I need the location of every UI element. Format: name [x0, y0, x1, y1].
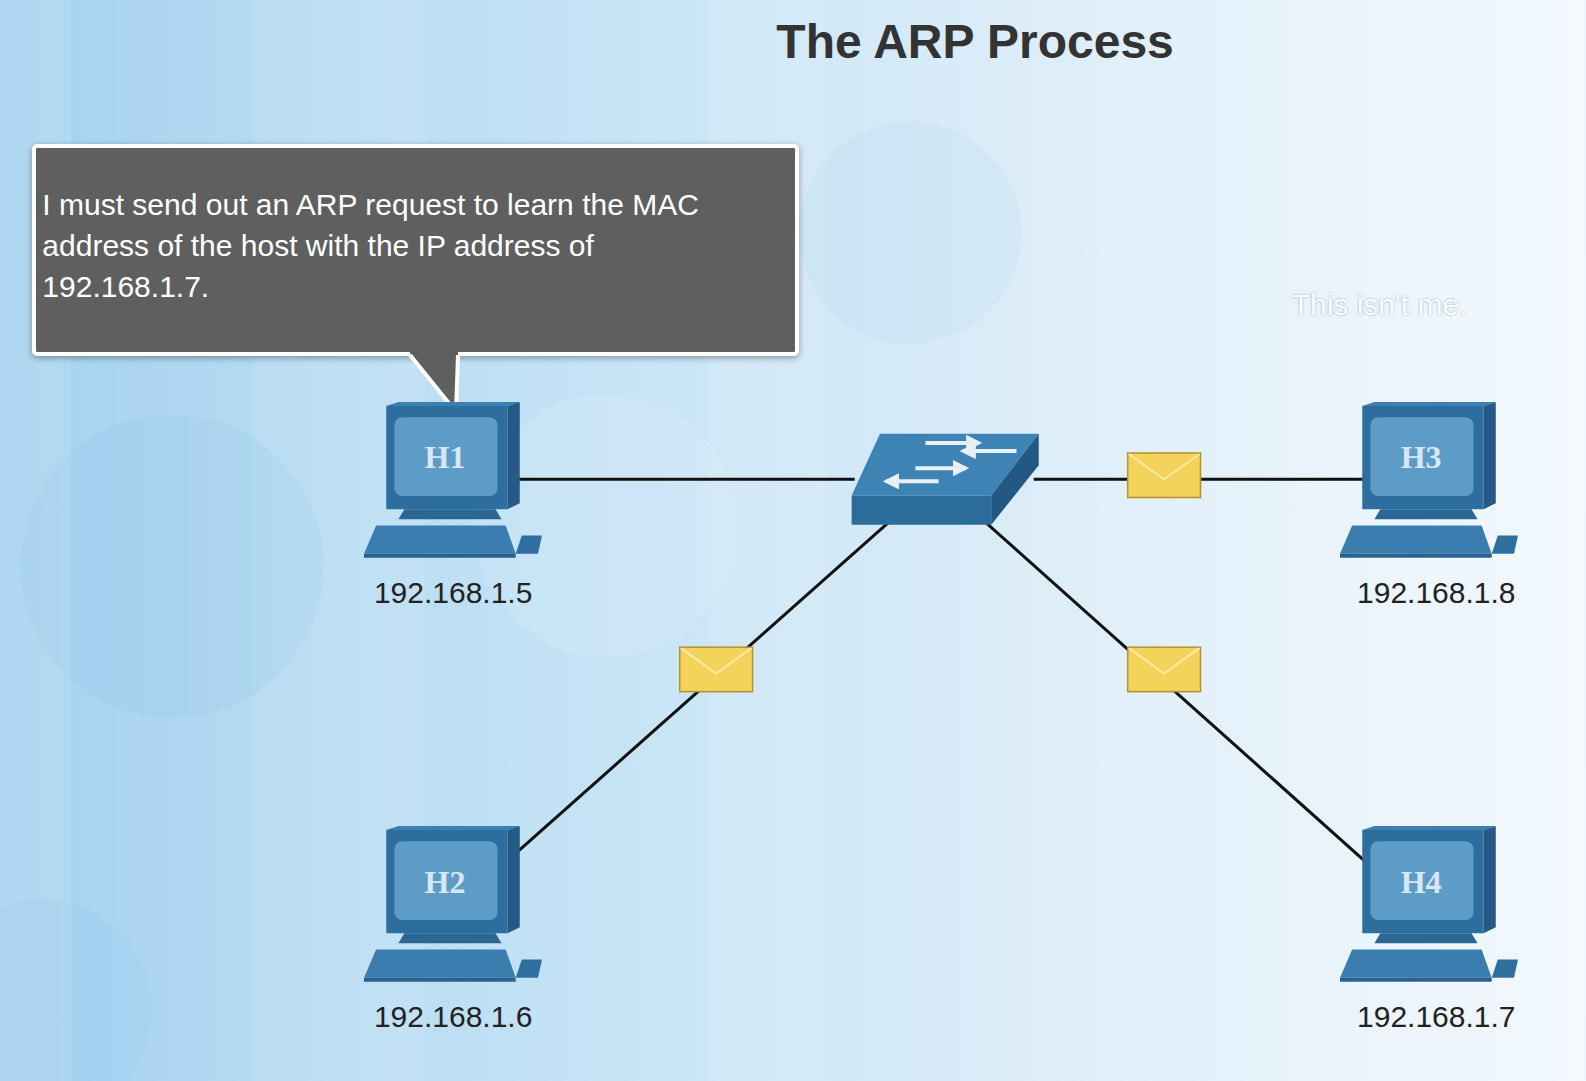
envelope-icon — [1128, 647, 1201, 691]
ip-address: 192.168.1.8 — [1331, 576, 1541, 610]
keyboard-edge — [364, 978, 516, 982]
monitor-screen — [394, 842, 497, 921]
monitor-side — [1484, 402, 1496, 509]
monitor-stand — [1375, 509, 1478, 519]
mouse — [1492, 960, 1518, 978]
keyboard-edge — [1340, 978, 1492, 982]
host-computer: H4 192.168.1.7 — [1331, 826, 1541, 1040]
cable — [518, 523, 888, 852]
switch-arrow — [886, 479, 939, 483]
cable — [986, 523, 1365, 862]
monitor-front — [386, 830, 507, 933]
monitor-side — [508, 402, 520, 509]
computer-icon — [1340, 826, 1519, 983]
monitor-side — [508, 826, 520, 933]
envelope-flap — [1129, 454, 1200, 479]
monitor-top — [1362, 402, 1496, 406]
callout-text: I must send out an ARP request to learn … — [42, 184, 762, 307]
envelope-body — [1128, 647, 1201, 691]
mouse — [516, 535, 542, 553]
envelope-icon — [1128, 453, 1201, 497]
monitor-screen — [1371, 842, 1474, 921]
keyboard — [364, 525, 516, 553]
background-circle — [20, 415, 323, 718]
monitor-front — [1362, 830, 1483, 933]
host-name: H3 — [1401, 439, 1442, 476]
keyboard — [1340, 525, 1492, 553]
switch-arrow — [925, 441, 979, 445]
monitor-top — [1362, 826, 1496, 830]
switch-arrow — [963, 449, 1017, 453]
mouse — [516, 960, 542, 978]
host-name: H2 — [425, 864, 466, 901]
envelope-body — [1128, 453, 1201, 497]
envelope-flap — [1129, 648, 1200, 673]
monitor-side — [1484, 826, 1496, 933]
monitor-top — [386, 402, 520, 406]
envelope-body — [680, 647, 753, 691]
note-label: This isn't me. — [1292, 288, 1468, 322]
monitor-stand — [1375, 934, 1478, 944]
cable — [518, 478, 855, 481]
host-computer: H2 192.168.1.6 — [348, 826, 558, 1040]
computer-icon — [364, 826, 543, 983]
monitor-screen — [394, 417, 497, 496]
host-computer: H1 192.168.1.5 — [348, 402, 558, 616]
monitor-front — [1362, 406, 1483, 509]
envelope-icon — [680, 647, 753, 691]
switch-side — [991, 434, 1039, 525]
diagram-title: The ARP Process — [776, 14, 1174, 69]
monitor-front — [386, 406, 507, 509]
ip-address: 192.168.1.6 — [348, 1000, 558, 1034]
keyboard-edge — [364, 553, 516, 557]
ip-address: 192.168.1.5 — [348, 576, 558, 610]
monitor-stand — [399, 934, 502, 944]
switch-arrow — [915, 466, 966, 470]
keyboard-edge — [1340, 553, 1492, 557]
ip-address: 192.168.1.7 — [1331, 1000, 1541, 1034]
switch-front — [852, 496, 992, 525]
switch-icon — [852, 434, 1039, 525]
speech-callout: I must send out an ARP request to learn … — [32, 144, 799, 356]
envelope-flap — [681, 648, 752, 673]
host-name: H4 — [1401, 864, 1442, 901]
background-circle — [0, 900, 152, 1081]
monitor-stand — [399, 509, 502, 519]
monitor-screen — [1371, 417, 1474, 496]
monitor-top — [386, 826, 520, 830]
mouse — [1492, 535, 1518, 553]
background-circle — [475, 394, 738, 657]
background-circle — [799, 121, 1021, 343]
computer-icon — [364, 402, 543, 559]
keyboard — [364, 950, 516, 978]
keyboard — [1340, 950, 1492, 978]
computer-icon — [1340, 402, 1519, 559]
host-computer: H3 192.168.1.8 — [1331, 402, 1541, 616]
host-name: H1 — [425, 439, 466, 476]
